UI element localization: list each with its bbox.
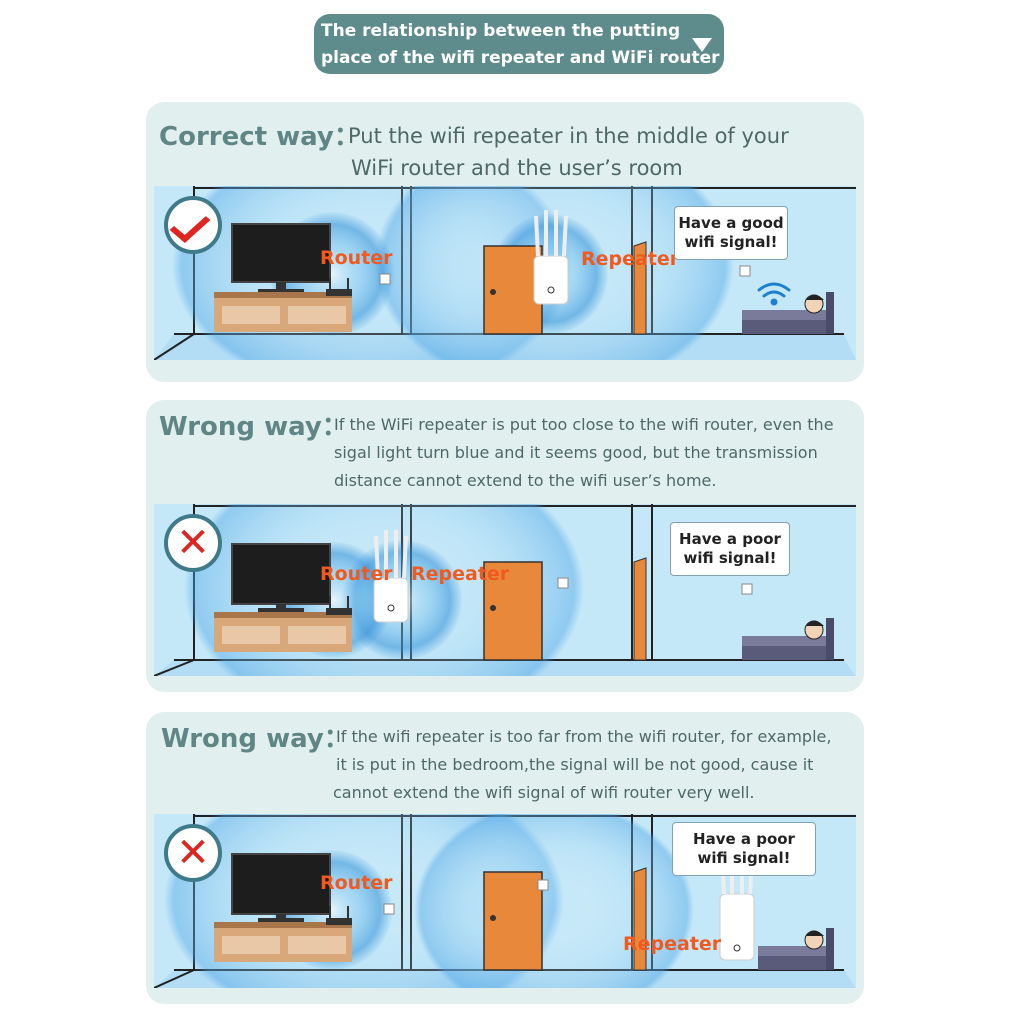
description-line: it is put in the bedroom,the signal will… [336,755,814,774]
router-label: Router [320,563,393,585]
description-line: Put the wifi repeater in the middle of y… [348,124,789,148]
bubble-line: wifi signal! [697,849,791,867]
speech-bubble: Have a good wifi signal! [674,206,788,260]
speech-bubble: Have a poor wifi signal! [670,522,790,576]
bubble-line: wifi signal! [683,549,777,567]
panel-title: Wrong way： [161,724,350,754]
repeater-label: Repeater [623,933,722,955]
bubble-line: Have a poor [679,530,781,548]
header-banner: The relationship between the putting pla… [314,14,724,74]
bubble-line: Have a good [678,214,784,232]
bubble-line: Have a poor [693,830,795,848]
check-icon [169,207,211,243]
panel-description: Put the wifi repeater in the middle of y… [348,120,789,184]
x-badge: ✕ [164,824,222,882]
wifi-icon [757,282,791,306]
description-line: cannot extend the wifi signal of wifi ro… [333,783,755,802]
x-icon: ✕ [176,830,210,876]
description-line: distance cannot extend to the wifi user’… [334,471,717,490]
description-line: sigal light turn blue and it seems good,… [334,443,818,462]
header-line-2: place of the wifi repeater and WiFi rout… [321,48,720,68]
x-badge: ✕ [164,514,222,572]
check-badge [164,196,222,254]
panel-correct-way: Correct way： Put the wifi repeater in th… [146,102,864,382]
speech-bubble: Have a poor wifi signal! [672,822,816,876]
x-icon: ✕ [176,520,210,566]
panel-title: Wrong way： [159,412,348,442]
room-scene [154,814,856,988]
description-line: If the wifi repeater is too far from the… [336,727,832,746]
panel-title: Correct way： [159,122,360,152]
router-signal-wide [414,814,694,988]
panel-description: If the WiFi repeater is put too close to… [334,411,834,495]
router-label: Router [320,872,393,894]
description-line: WiFi router and the user’s room [351,156,683,180]
bubble-line: wifi signal! [684,233,778,251]
room-scene [154,504,856,676]
repeater-label: Repeater [411,563,510,585]
panel-description: If the wifi repeater is too far from the… [333,723,832,807]
header-line-1: The relationship between the putting [321,21,681,41]
router-label: Router [320,247,393,269]
panel-wrong-way-close: Wrong way： If the WiFi repeater is put t… [146,400,864,692]
description-line: If the WiFi repeater is put too close to… [334,415,834,434]
chevron-down-icon [692,38,712,52]
repeater-label: Repeater [581,248,680,270]
panel-wrong-way-far: Wrong way： If the wifi repeater is too f… [146,712,864,1004]
